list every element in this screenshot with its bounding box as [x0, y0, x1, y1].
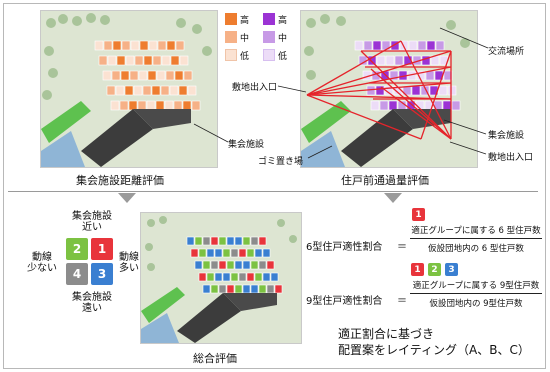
quadrant-bottom-label: 集会施設 遠い	[62, 292, 122, 314]
figure-frame	[3, 3, 546, 369]
quadrant-left-label: 動線 少ない	[20, 252, 64, 274]
legend-purple-mid	[263, 31, 275, 43]
formula9-equals: ＝	[397, 296, 407, 307]
caption-traffic-evaluation: 住戸前通過量評価	[341, 174, 429, 187]
formula9-badge-2: 2	[428, 263, 441, 276]
leader-line-facility-left	[193, 123, 229, 143]
quadrant-left-line2: 少ない	[27, 263, 57, 274]
formula9-badge-3: 3	[445, 263, 458, 276]
leader-line-entrance-top	[277, 85, 307, 93]
quadrant-top-label: 集会施設 近い	[62, 211, 122, 233]
label-entrance-top: 敷地出入口	[232, 83, 278, 93]
site-plan-overall	[140, 212, 302, 344]
legend-orange-low-label: 低	[240, 52, 250, 62]
legend-orange-mid	[225, 31, 237, 43]
legend-orange-high	[225, 13, 237, 25]
formula6-label: 6型住戸適性割合	[306, 242, 383, 253]
formula9-fraction: 適正グループに属する 9型住戸数 仮設団地内の 9型住戸数	[410, 279, 542, 309]
caption-distance-evaluation: 集会施設距離評価	[76, 174, 164, 187]
formula9-badge-1: 1	[411, 263, 424, 276]
formula6-denominator: 仮設団地内の 6 型住戸数	[428, 244, 524, 254]
section-divider	[8, 191, 538, 192]
label-facility-right: 集会施設	[488, 131, 525, 141]
conclusion-line1: 適正割合に基づき	[338, 327, 435, 341]
legend-purple-high-label: 高	[278, 16, 288, 26]
leader-line-exchange	[439, 27, 489, 49]
label-exchange-place: 交流場所	[488, 47, 525, 57]
label-garbage: ゴミ置き場	[258, 157, 304, 167]
legend-orange-high-label: 高	[240, 16, 250, 26]
site-plan-traffic	[300, 10, 478, 168]
leader-line-garbage	[307, 145, 333, 159]
quadrant-right-line2: 多い	[119, 263, 139, 274]
legend-purple-low-label: 低	[278, 52, 288, 62]
leader-line-entrance-bottom	[449, 141, 487, 155]
legend-orange-low	[225, 49, 237, 61]
formula6-badge-1: 1	[412, 208, 425, 221]
formula9-denominator: 仮設団地内の 9型住戸数	[429, 299, 523, 309]
legend-orange-mid-label: 中	[240, 34, 250, 44]
formula6-equals: ＝	[397, 242, 407, 253]
quadrant-bottom-line1: 集会施設	[72, 292, 112, 303]
quadrant-left-line1: 動線	[32, 252, 52, 263]
formula6-numerator: 適正グループに属する 6 型住戸数	[410, 224, 542, 239]
quadrant-top-line1: 集会施設	[72, 211, 112, 222]
quadrant-cell-2: 2	[66, 238, 88, 260]
quadrant-right-line1: 動線	[119, 252, 139, 263]
site-plan-distance	[40, 10, 218, 168]
leader-line-facility-right	[443, 119, 487, 135]
quadrant-right-label: 動線 多い	[114, 252, 144, 274]
label-facility-left: 集会施設	[228, 140, 265, 150]
formula6-fraction: 適正グループに属する 6 型住戸数 仮設団地内の 6 型住戸数	[410, 224, 542, 254]
quadrant-cell-1: 1	[91, 238, 113, 260]
conclusion-line2: 配置案をレイティング（A、B、C）	[338, 343, 530, 357]
legend-purple-low	[263, 49, 275, 61]
quadrant-top-line2: 近い	[82, 222, 102, 233]
quadrant-cell-3: 3	[91, 263, 113, 285]
label-entrance-bottom: 敷地出入口	[488, 153, 534, 163]
formula9-label: 9型住戸適性割合	[306, 296, 383, 307]
legend-purple-high	[263, 13, 275, 25]
arrow-down-left	[118, 193, 136, 203]
arrow-down-right	[384, 193, 402, 203]
formula9-numerator: 適正グループに属する 9型住戸数	[410, 279, 542, 294]
quadrant-bottom-line2: 遠い	[82, 303, 102, 314]
legend-purple-mid-label: 中	[278, 34, 288, 44]
caption-overall-evaluation: 総合評価	[193, 352, 237, 365]
conclusion-text: 適正割合に基づき 配置案をレイティング（A、B、C）	[338, 326, 530, 358]
quadrant-cell-4: 4	[66, 263, 88, 285]
